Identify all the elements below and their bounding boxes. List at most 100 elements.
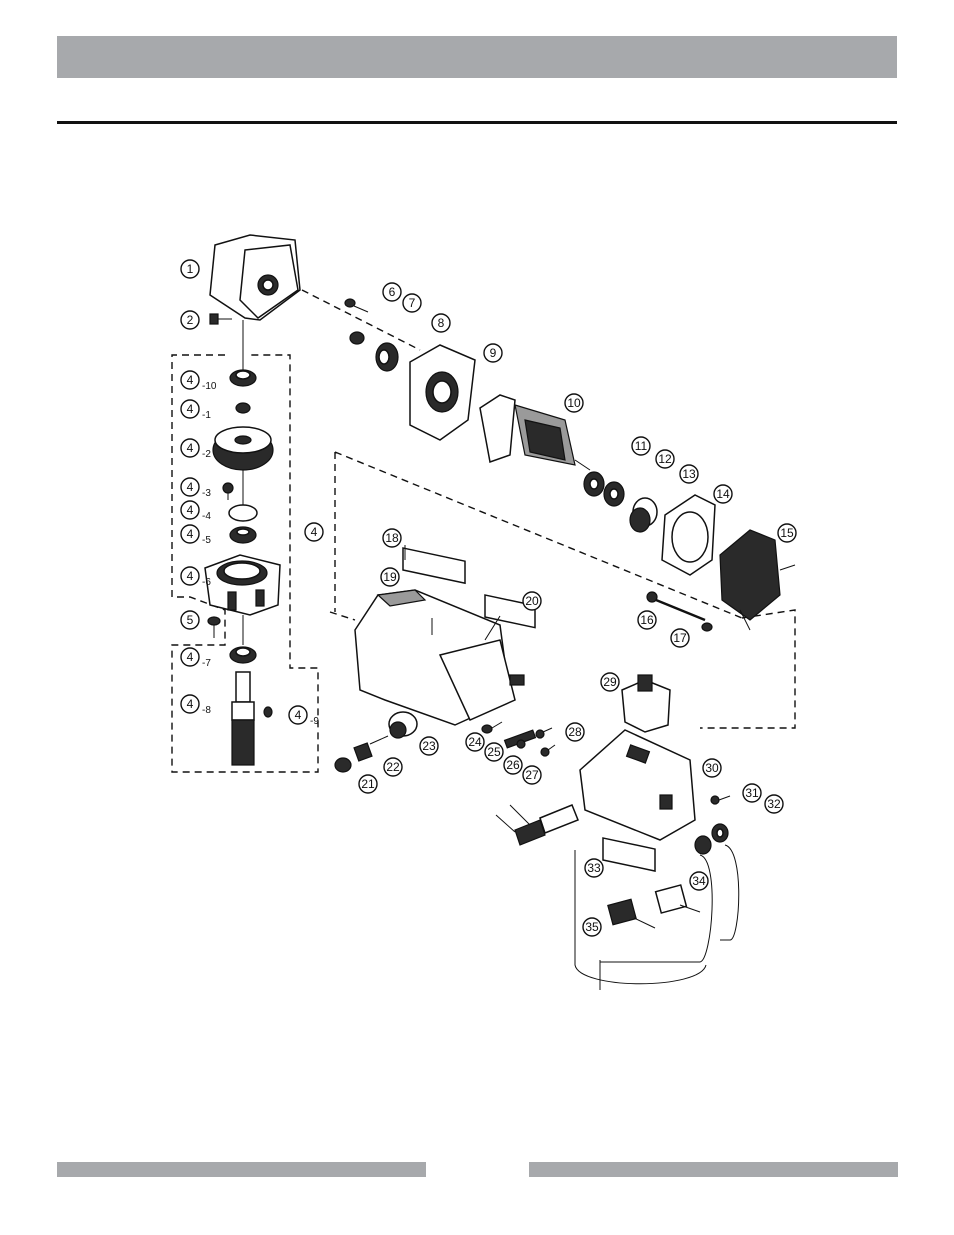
callout-number: 13 xyxy=(682,467,696,481)
callout-p15: 15 xyxy=(778,524,796,542)
callout-p20: 20 xyxy=(523,592,541,610)
callout-number: 33 xyxy=(587,861,601,875)
callout-p4-10: 4 -10 xyxy=(181,371,217,392)
callout-p18: 18 xyxy=(383,529,401,547)
callout-p7: 7 xyxy=(403,294,421,312)
callout-number: 4 xyxy=(187,480,194,494)
fan-baffle-14 xyxy=(662,495,715,575)
callout-number: 24 xyxy=(468,735,482,749)
label-33 xyxy=(603,838,655,871)
callout-p25: 25 xyxy=(485,743,503,761)
callout-number: 4 xyxy=(187,373,194,387)
callout-subnumber: -10 xyxy=(202,381,217,392)
callout-number: 17 xyxy=(673,631,687,645)
callout-number: 18 xyxy=(385,531,399,545)
callout-p31: 31 xyxy=(743,784,761,802)
bearing-8 xyxy=(376,343,398,371)
callout-number: 26 xyxy=(506,758,520,772)
plug-34 xyxy=(656,885,700,913)
callout-number: 11 xyxy=(635,439,648,453)
callout-subnumber: -6 xyxy=(202,577,211,588)
callout-p24: 24 xyxy=(466,733,484,751)
bevel-gear-4-2 xyxy=(213,427,273,470)
screw-6 xyxy=(345,299,368,312)
callout-p16: 16 xyxy=(638,611,656,629)
brush-holder-23 xyxy=(389,712,417,738)
switch-29 xyxy=(622,675,670,732)
screw-24 xyxy=(482,722,502,733)
callout-p9: 9 xyxy=(484,344,502,362)
washer-17 xyxy=(702,623,712,631)
callout-number: 19 xyxy=(383,570,397,584)
callout-p17: 17 xyxy=(671,629,689,647)
bearing-4-7 xyxy=(230,647,256,663)
callout-p2: 2 xyxy=(181,311,199,329)
footer-bar-right xyxy=(529,1162,898,1177)
callout-number: 4 xyxy=(187,503,194,517)
callout-number: 31 xyxy=(745,786,759,800)
callout-number: 23 xyxy=(422,739,436,753)
callout-p33: 33 xyxy=(585,859,603,877)
callout-p4: 4 xyxy=(305,523,323,541)
bearing-plate-9 xyxy=(410,345,475,440)
callout-number: 28 xyxy=(568,725,582,739)
callout-number: 10 xyxy=(567,396,581,410)
callout-number: 14 xyxy=(716,487,730,501)
callout-p4-2: 4-2 xyxy=(181,439,211,460)
callout-p28: 28 xyxy=(566,723,584,741)
callout-p1: 1 xyxy=(181,260,199,278)
rear-housing-30 xyxy=(580,730,695,840)
bearing-4-10 xyxy=(230,370,256,386)
callout-number: 4 xyxy=(187,569,194,583)
callout-number: 5 xyxy=(187,613,194,627)
screw-2 xyxy=(210,314,232,324)
pin-4-3 xyxy=(223,483,233,500)
callout-number: 32 xyxy=(767,797,781,811)
screw-31 xyxy=(711,796,730,804)
washer-7 xyxy=(350,332,364,344)
callout-p22: 22 xyxy=(384,758,402,776)
callout-p12: 12 xyxy=(656,450,674,468)
washer-4-4 xyxy=(229,505,257,521)
callout-number: 8 xyxy=(438,316,445,330)
callout-p32: 32 xyxy=(765,795,783,813)
callout-p4-5: 4-5 xyxy=(181,525,211,546)
callout-p23: 23 xyxy=(420,737,438,755)
callout-number: 4 xyxy=(187,650,194,664)
ring-4-1 xyxy=(236,403,250,413)
carbon-brush-22 xyxy=(354,736,388,761)
callout-p26: 26 xyxy=(504,756,522,774)
callout-number: 4 xyxy=(187,697,194,711)
callout-number: 7 xyxy=(409,296,416,310)
callout-number: 1 xyxy=(187,262,194,276)
callout-p4-4: 4-4 xyxy=(181,501,211,522)
screw-27 xyxy=(541,745,555,756)
callout-p10: 10 xyxy=(565,394,583,412)
callout-number: 22 xyxy=(386,760,400,774)
grommet-32 xyxy=(712,824,728,842)
footer-bar-left xyxy=(57,1162,426,1177)
callout-p14: 14 xyxy=(714,485,732,503)
callout-number: 21 xyxy=(361,777,375,791)
callout-subnumber: -8 xyxy=(202,705,211,716)
callout-subnumber: -5 xyxy=(202,535,211,546)
callout-p4-3: 4-3 xyxy=(181,478,211,499)
callout-number: 15 xyxy=(780,526,794,540)
callout-p19: 19 xyxy=(381,568,399,586)
callout-p5: 5 xyxy=(181,611,199,629)
label-18 xyxy=(403,548,465,583)
screw-5 xyxy=(208,617,220,638)
callout-p4-7: 4 -7 xyxy=(181,648,211,669)
callout-p35: 35 xyxy=(583,918,601,936)
bearing-11 xyxy=(584,472,604,496)
callout-subnumber: -7 xyxy=(202,658,211,669)
callout-number: 12 xyxy=(658,452,672,466)
callout-number: 35 xyxy=(585,920,599,934)
callout-p8: 8 xyxy=(432,314,450,332)
grommet-ring xyxy=(695,836,711,854)
callout-p29: 29 xyxy=(601,673,619,691)
callout-p4-9: 4-9 xyxy=(289,706,319,727)
callout-p4-1: 4-1 xyxy=(181,400,211,421)
callout-subnumber: -9 xyxy=(310,716,319,727)
